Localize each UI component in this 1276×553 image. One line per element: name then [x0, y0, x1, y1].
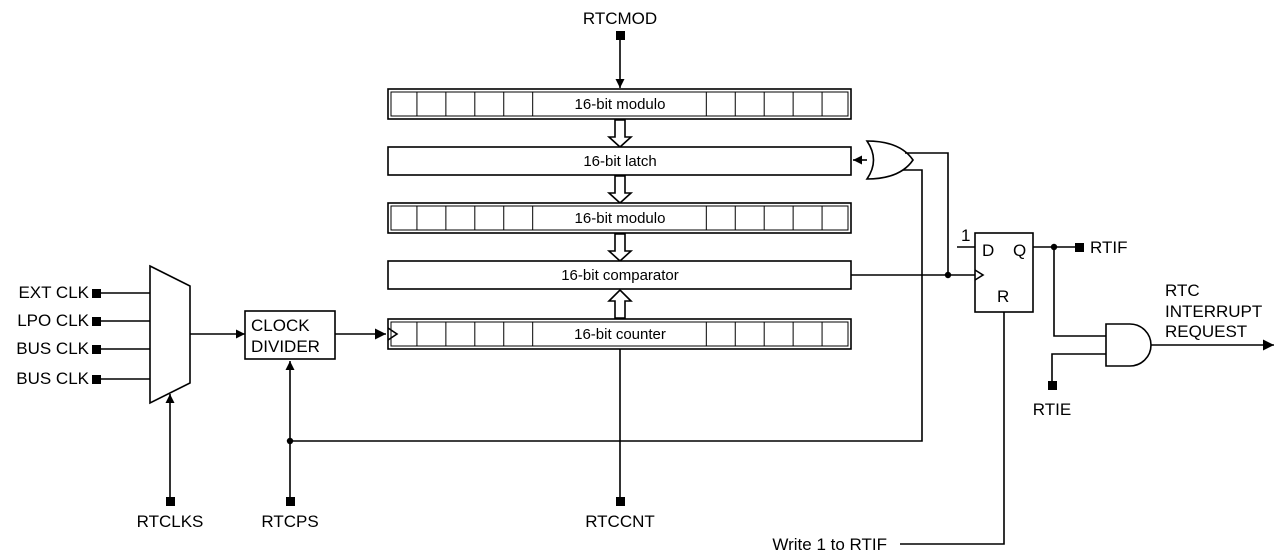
rtif-label: RTIF: [1090, 238, 1127, 257]
bus-clk-1-pin: [92, 345, 101, 354]
rtif-pin: [1075, 243, 1084, 252]
modulo-mid-label: 16-bit modulo: [575, 210, 666, 227]
clock-inputs: EXT CLK LPO CLK BUS CLK BUS CLK: [16, 283, 150, 388]
write-rtif-label: Write 1 to RTIF: [772, 535, 887, 553]
counter-inner-border: [390, 321, 849, 347]
ff-clock-triangle: [974, 269, 985, 281]
clock-mux: [149, 264, 191, 405]
modulo-top-inner-border: [390, 91, 849, 117]
counter-clock-triangle: [387, 327, 399, 341]
register-counter: 16-bit counter: [387, 318, 852, 350]
clock-input-bus-1: BUS CLK: [16, 339, 89, 358]
register-comparator: 16-bit comparator: [387, 260, 852, 290]
clock-input-lpo: LPO CLK: [17, 311, 89, 330]
rtif-flipflop: D Q R 1: [957, 226, 1034, 313]
hollow-arrow-modulo-to-latch: [606, 119, 634, 149]
rtclks-label: RTCLKS: [137, 512, 204, 531]
rtccnt-label: RTCCNT: [585, 512, 655, 531]
hollow-arrow-modulo-to-comparator: [606, 233, 634, 263]
register-modulo-mid: 16-bit modulo: [387, 202, 852, 234]
clock-divider-line2: DIVIDER: [251, 337, 320, 356]
clock-divider-line1: CLOCK: [251, 316, 310, 335]
ext-clk-pin: [92, 289, 101, 298]
rtcmod-input: RTCMOD: [583, 9, 657, 88]
rtccnt-pin: [616, 497, 625, 506]
rtcmod-label: RTCMOD: [583, 9, 657, 28]
output-label-line3: REQUEST: [1165, 322, 1247, 341]
rtcps-pin: [286, 497, 295, 506]
lpo-clk-pin: [92, 317, 101, 326]
clock-input-ext: EXT CLK: [18, 283, 89, 302]
ff-r-label: R: [997, 287, 1009, 306]
rtie-label: RTIE: [1033, 400, 1071, 419]
or-gate: [865, 140, 914, 180]
latch-label: 16-bit latch: [583, 153, 656, 170]
rtccnt-output: RTCCNT: [585, 349, 655, 531]
output-label-line2: INTERRUPT: [1165, 302, 1262, 321]
hollow-arrow-latch-to-modulo: [606, 175, 634, 205]
comparator-label: 16-bit comparator: [561, 267, 679, 284]
ff-q-label: Q: [1013, 241, 1026, 260]
ff-one-label: 1: [961, 226, 970, 245]
rtclks-pin: [166, 497, 175, 506]
rtcps-label: RTCPS: [261, 512, 318, 531]
ff-d-label: D: [982, 241, 994, 260]
register-latch: 16-bit latch: [387, 146, 852, 176]
rtclks-input: RTCLKS: [137, 394, 204, 531]
q-to-and-wire: [1053, 247, 1106, 337]
write-rtif-wire: [962, 312, 1005, 545]
rtie-wire: [1051, 353, 1106, 381]
bus-clk-2-pin: [92, 375, 101, 384]
clock-input-bus-2: BUS CLK: [16, 369, 89, 388]
comparator-to-or-wire: [905, 152, 949, 275]
rtie-pin: [1048, 381, 1057, 390]
rtcps-input: RTCPS: [261, 361, 319, 531]
counter-label: 16-bit counter: [574, 326, 666, 343]
modulo-top-label: 16-bit modulo: [575, 96, 666, 113]
rtcps-to-or-wire: [290, 169, 923, 442]
rtcmod-pin: [616, 31, 625, 40]
output-label-line1: RTC: [1165, 281, 1200, 300]
register-modulo-top: 16-bit modulo: [387, 88, 852, 120]
modulo-mid-inner-border: [390, 205, 849, 231]
hollow-arrow-counter-to-comparator: [607, 288, 633, 319]
and-gate: [1105, 323, 1152, 367]
clock-divider: CLOCK DIVIDER: [244, 310, 336, 360]
